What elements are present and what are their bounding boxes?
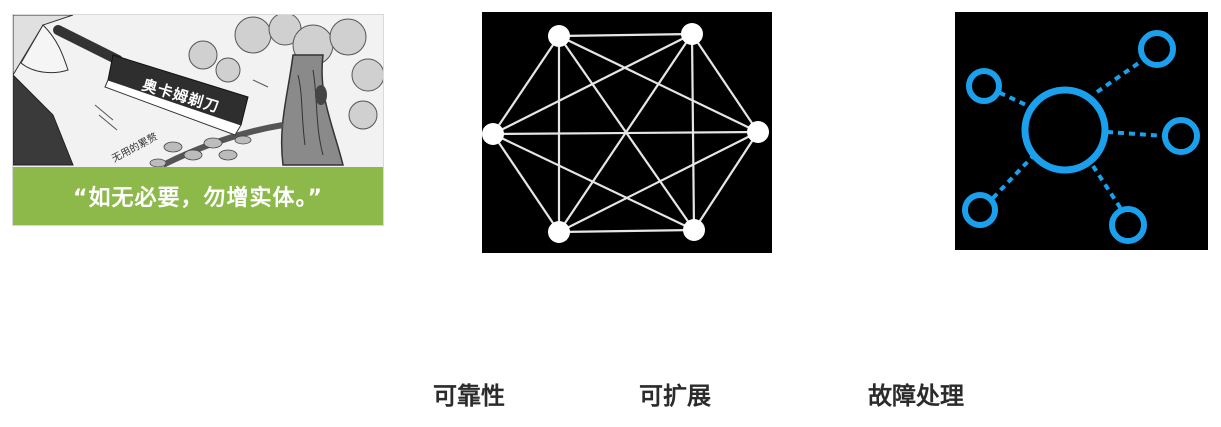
mesh-edges (492, 32, 759, 234)
label-reliability: 可靠性 (433, 382, 505, 410)
star-edges (991, 58, 1166, 214)
mesh-network-diagram (482, 12, 772, 253)
star-hub-node (1021, 86, 1109, 174)
mesh-node (681, 23, 703, 45)
mesh-node (482, 123, 504, 145)
mesh-nodes (482, 23, 769, 243)
star-node (1138, 30, 1176, 68)
star-nodes (962, 30, 1200, 244)
cartoon-illustration (13, 15, 383, 168)
star-node (962, 192, 998, 228)
label-scalability: 可扩展 (639, 382, 711, 410)
star-node (1162, 117, 1200, 155)
quote-text: “如无必要，勿增实体。” (73, 186, 323, 211)
mesh-node (548, 221, 570, 243)
star-node (966, 68, 1002, 104)
star-network-svg (962, 30, 1200, 244)
mesh-node (747, 121, 769, 143)
mesh-network-svg (482, 23, 769, 243)
quote-banner: “如无必要，勿增实体。” (13, 167, 383, 225)
occams-razor-cartoon: 奥卡姆剃刀 无用的累赘 “如无必要，勿增实体。” (12, 14, 384, 226)
mesh-node (683, 219, 705, 241)
label-fault-handling: 故障处理 (868, 382, 964, 410)
mesh-node (548, 25, 570, 47)
star-network-diagram (955, 12, 1208, 250)
star-node (1109, 206, 1147, 244)
